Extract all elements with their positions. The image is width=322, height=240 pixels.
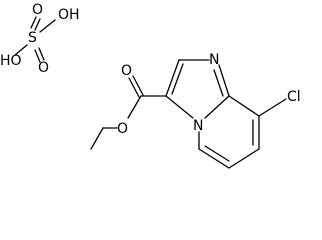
bond-s-o-bottom-a (34, 49, 41, 63)
ethyl-ester: O O (90, 63, 167, 150)
bond-s-o-top-a (30, 16, 37, 29)
sulfuric-acid: OH O S HO O (0, 2, 80, 76)
atom-o-top: O (32, 2, 43, 18)
bond-s-ho (14, 44, 28, 56)
atom-ho-left: HO (0, 53, 22, 69)
bond-c8a-c8 (228, 95, 260, 117)
bond-carbonyl-a (128, 77, 140, 98)
bond-c8a-n4 (204, 95, 230, 119)
atom-ester-o: O (117, 121, 128, 137)
bond-s-o-bottom-b (38, 47, 45, 61)
bond-c7-c6 (228, 148, 260, 169)
atom-chlorine: Cl (287, 89, 301, 105)
atom-sulfur: S (28, 30, 37, 46)
bond-c3-c2-b (171, 63, 184, 95)
bond-c8-cl (258, 98, 287, 117)
atom-n-imidazole: N (209, 52, 219, 68)
bond-carbonyl-to-ester-o (127, 95, 142, 119)
bond-n1-c8a-b (213, 69, 224, 97)
bond-n1-c8a-a (218, 64, 230, 97)
atom-o-bottom: O (38, 60, 49, 76)
atom-oh-top: OH (58, 7, 80, 23)
bond-s-oh (39, 19, 56, 33)
bond-c6-c5 (198, 148, 230, 169)
atom-carbonyl-o: O (121, 63, 132, 79)
structure-diagram: OH O S HO O O O N N Cl (0, 2, 301, 169)
bond-s-o-top-b (34, 18, 41, 31)
bond-c3-c2-a (165, 59, 180, 97)
atom-n-bridge: N (193, 118, 203, 134)
bond-n4-c3 (165, 95, 194, 119)
bond-ch2-ch3 (90, 127, 104, 150)
imidazopyridine-ring: N N Cl (165, 52, 301, 169)
bond-carbonyl-b (132, 75, 144, 96)
bond-c6-c5-inner (204, 145, 230, 162)
